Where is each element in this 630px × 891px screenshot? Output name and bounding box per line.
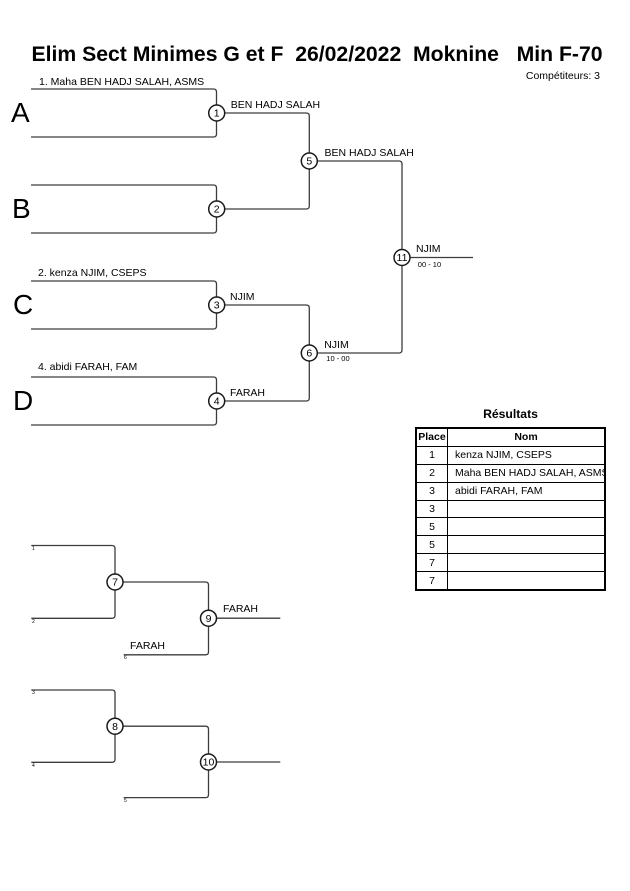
svg-text:1: 1 — [214, 108, 220, 120]
svg-text:8: 8 — [112, 721, 118, 733]
svg-text:11: 11 — [397, 252, 408, 264]
svg-text:5: 5 — [306, 156, 312, 168]
svg-text:2: 2 — [214, 204, 220, 216]
svg-text:10: 10 — [203, 757, 215, 769]
svg-text:7: 7 — [112, 577, 118, 589]
svg-text:3: 3 — [214, 300, 220, 312]
svg-text:9: 9 — [206, 613, 212, 625]
svg-text:6: 6 — [306, 348, 312, 360]
svg-text:4: 4 — [214, 396, 220, 408]
